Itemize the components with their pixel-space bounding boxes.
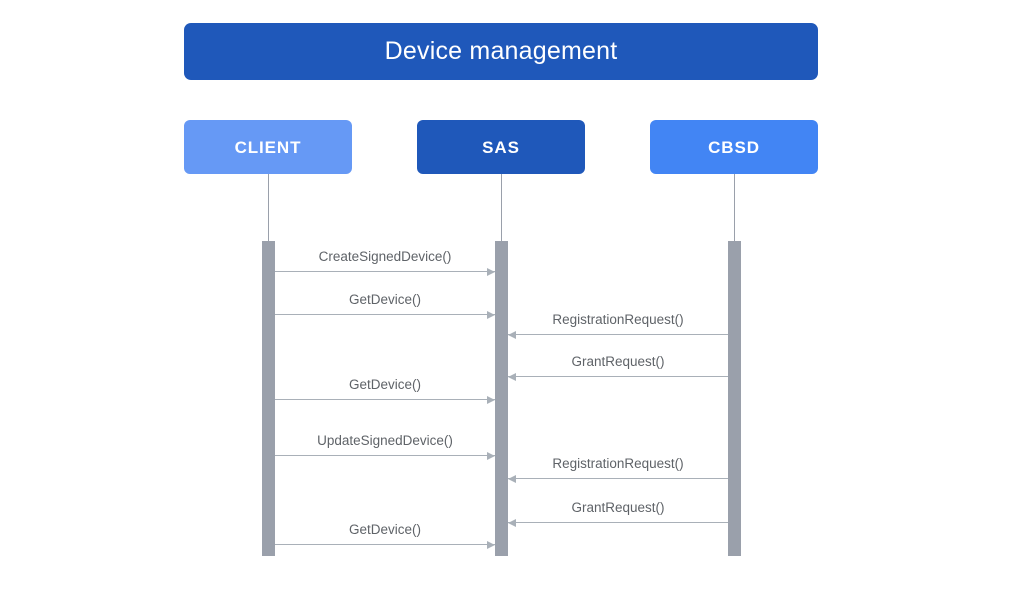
actor-header-cbsd[interactable]: CBSD — [650, 120, 818, 174]
message-3-registration-request[interactable]: RegistrationRequest() — [508, 301, 728, 339]
arrow-head-right-icon — [487, 311, 495, 319]
activation-bar-cbsd — [728, 241, 741, 556]
actor-label-client: CLIENT — [234, 137, 302, 157]
message-line — [275, 314, 495, 315]
message-line — [508, 334, 728, 335]
message-label: GrantRequest() — [571, 353, 665, 369]
arrow-head-right-icon — [487, 452, 495, 460]
lifeline-cbsd — [734, 174, 735, 242]
message-2-get-device[interactable]: GetDevice() — [275, 281, 495, 319]
activation-bar-client — [262, 241, 275, 556]
lifeline-sas — [501, 174, 502, 242]
message-label: RegistrationRequest() — [552, 311, 684, 327]
page-title: Device management — [384, 37, 618, 65]
actor-label-cbsd: CBSD — [708, 137, 760, 157]
activation-bar-sas — [495, 241, 508, 556]
arrow-head-left-icon — [508, 475, 516, 483]
message-label: UpdateSignedDevice() — [317, 432, 453, 448]
message-7-registration-request[interactable]: RegistrationRequest() — [508, 445, 728, 483]
message-line — [275, 455, 495, 456]
message-1-create-signed-device[interactable]: CreateSignedDevice() — [275, 238, 495, 276]
arrow-head-right-icon — [487, 396, 495, 404]
actor-header-client[interactable]: CLIENT — [184, 120, 352, 174]
arrow-head-right-icon — [487, 541, 495, 549]
arrow-head-left-icon — [508, 373, 516, 381]
message-5-get-device[interactable]: GetDevice() — [275, 366, 495, 404]
message-line — [508, 376, 728, 377]
message-8-grant-request[interactable]: GrantRequest() — [508, 489, 728, 527]
actor-header-sas[interactable]: SAS — [417, 120, 585, 174]
message-label: CreateSignedDevice() — [318, 248, 452, 264]
message-label: RegistrationRequest() — [552, 455, 684, 471]
message-line — [275, 271, 495, 272]
message-label: GrantRequest() — [571, 499, 665, 515]
lifeline-client — [268, 174, 269, 242]
message-label: GetDevice() — [348, 521, 421, 537]
message-line — [508, 522, 728, 523]
message-9-get-device[interactable]: GetDevice() — [275, 511, 495, 549]
actor-label-sas: SAS — [482, 137, 520, 157]
arrow-head-right-icon — [487, 268, 495, 276]
message-label: GetDevice() — [348, 291, 421, 307]
arrow-head-left-icon — [508, 331, 516, 339]
diagram-title-banner: Device management — [184, 23, 818, 80]
message-line — [275, 544, 495, 545]
message-6-update-signed-device[interactable]: UpdateSignedDevice() — [275, 422, 495, 460]
arrow-head-left-icon — [508, 519, 516, 527]
message-4-grant-request[interactable]: GrantRequest() — [508, 343, 728, 381]
message-label: GetDevice() — [348, 376, 421, 392]
message-line — [275, 399, 495, 400]
message-line — [508, 478, 728, 479]
